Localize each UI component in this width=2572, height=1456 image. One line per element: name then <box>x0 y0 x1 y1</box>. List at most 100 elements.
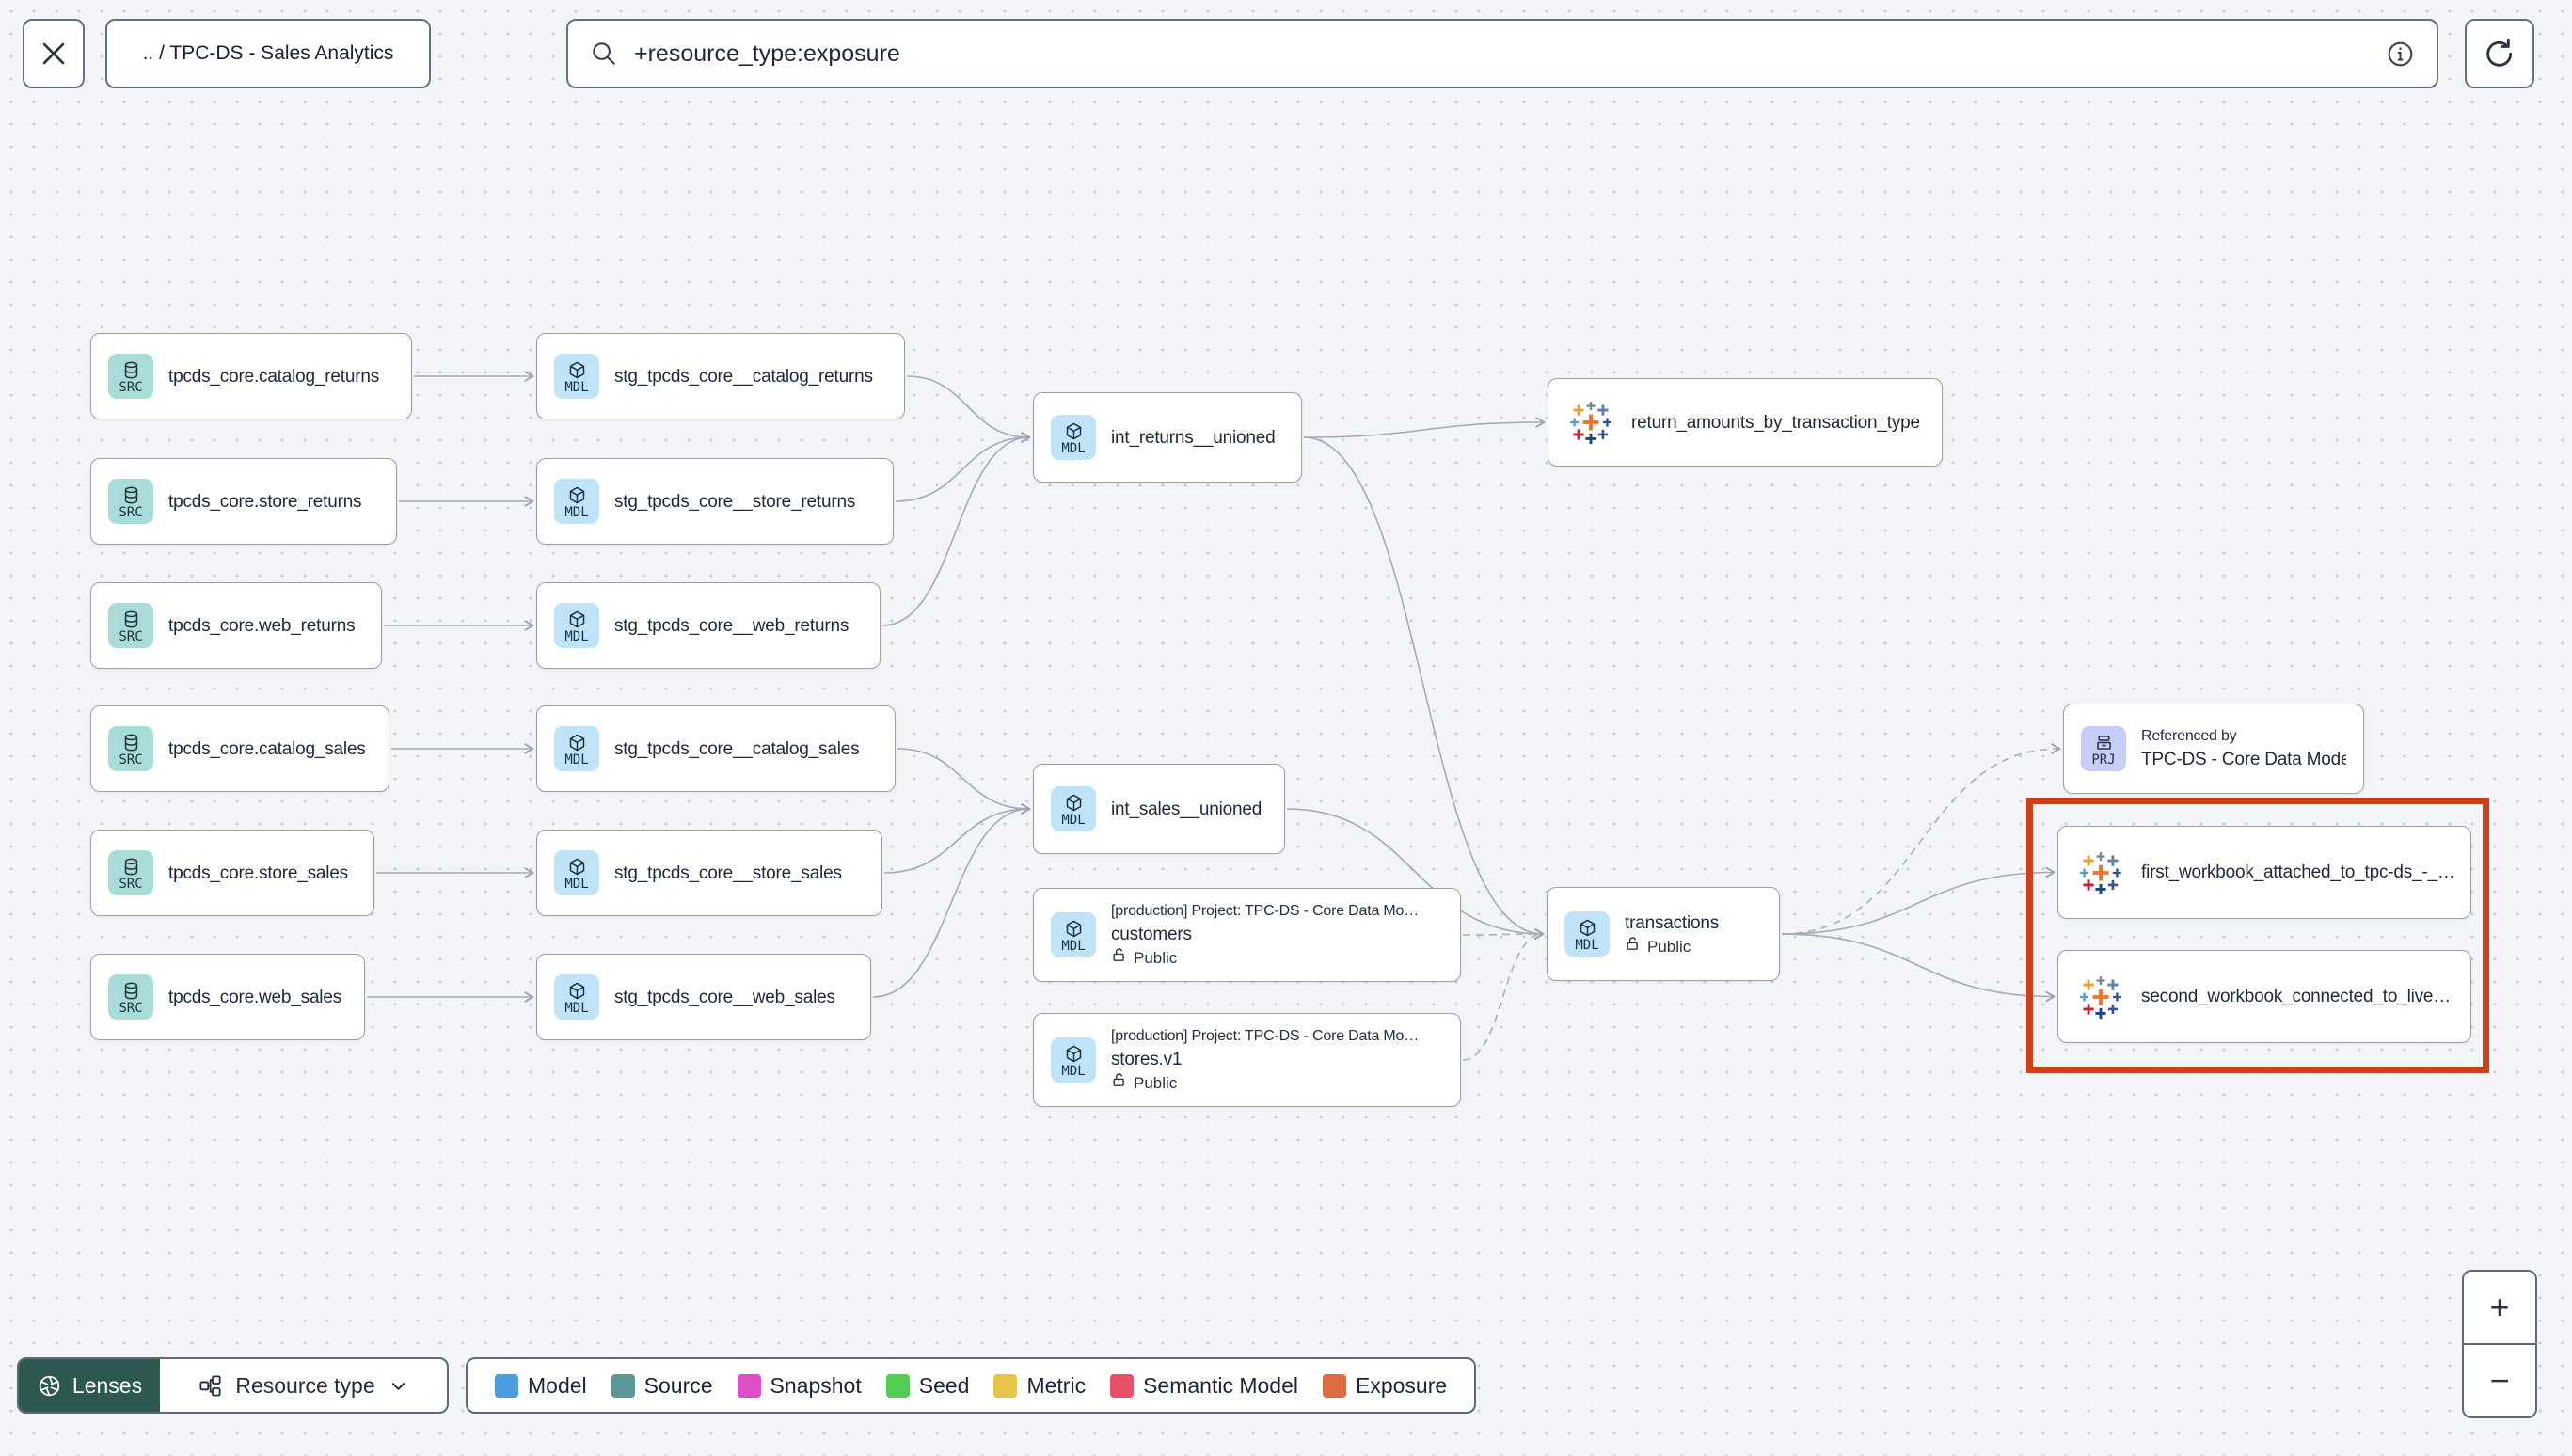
badge-label: SRC <box>119 1001 143 1016</box>
legend-item-semantic-model: Semantic Model <box>1098 1373 1310 1399</box>
legend-label: Snapshot <box>770 1372 862 1398</box>
graph-node-second_workbook[interactable]: second_workbook_connected_to_live… <box>2057 950 2471 1043</box>
graph-node-stg_web_sales[interactable]: MDL stg_tpcds_core__web_sales <box>536 954 871 1040</box>
refresh-button[interactable] <box>2465 19 2534 88</box>
node-title: stg_tpcds_core__web_sales <box>614 987 835 1007</box>
node-title: stores.v1 <box>1111 1050 1183 1069</box>
graph-node-stores_v1[interactable]: MDL [production] Project: TPC-DS - Core D… <box>1033 1013 1461 1107</box>
node-access: Public <box>1111 1072 1419 1095</box>
graph-node-return_amounts_by_transaction_type[interactable]: return_amounts_by_transaction_type <box>1548 378 1943 467</box>
legend-item-exposure: Exposure <box>1310 1373 1459 1399</box>
graph-node-stg_catalog_returns[interactable]: MDL stg_tpcds_core__catalog_returns <box>536 333 905 419</box>
node-title: stg_tpcds_core__catalog_returns <box>614 366 873 387</box>
model-badge: MDL <box>554 354 599 399</box>
search-input[interactable] <box>634 40 2370 68</box>
badge-label: MDL <box>564 1001 589 1016</box>
resource-type-icon <box>198 1373 223 1399</box>
badge-label: MDL <box>1061 441 1086 456</box>
resource-type-dropdown[interactable]: Resource type <box>160 1359 447 1412</box>
legend-item-source: Source <box>599 1373 725 1399</box>
model-badge: MDL <box>554 726 599 771</box>
search-icon <box>589 39 619 69</box>
badge-label: MDL <box>1061 1064 1086 1079</box>
node-title: stg_tpcds_core__catalog_sales <box>614 738 860 759</box>
legend-item-seed: Seed <box>874 1373 982 1399</box>
badge-label: MDL <box>564 505 589 520</box>
zoom-divider <box>2464 1343 2535 1345</box>
legend-label: Exposure <box>1356 1372 1448 1398</box>
badge-label: SRC <box>119 752 143 768</box>
graph-node-src_store_sales[interactable]: SRC tpcds_core.store_sales <box>90 830 374 916</box>
legend-label: Metric <box>1026 1372 1087 1398</box>
legend-swatch <box>1110 1373 1135 1398</box>
legend-item-metric: Metric <box>981 1373 1098 1399</box>
node-title: int_sales__unioned <box>1111 799 1262 819</box>
search-bar[interactable] <box>566 19 2438 88</box>
graph-node-stg_web_returns[interactable]: MDL stg_tpcds_core__web_returns <box>536 582 881 669</box>
badge-label: SRC <box>119 505 143 520</box>
breadcrumb[interactable]: .. / TPC-DS - Sales Analytics <box>105 19 431 88</box>
source-badge: SRC <box>108 479 153 524</box>
graph-node-src_web_sales[interactable]: SRC tpcds_core.web_sales <box>90 954 365 1040</box>
node-title: stg_tpcds_core__store_returns <box>614 491 856 512</box>
model-badge: MDL <box>554 479 599 524</box>
graph-node-prj_referenced[interactable]: PRJ Referenced by TPC-DS - Core Data Model… <box>2063 704 2364 794</box>
graph-node-first_workbook[interactable]: first_workbook_attached_to_tpc-ds_-_… <box>2057 826 2471 919</box>
minus-icon: − <box>2489 1361 2510 1400</box>
info-icon[interactable] <box>2385 39 2416 70</box>
badge-label: MDL <box>564 629 589 644</box>
close-icon <box>38 38 70 70</box>
source-badge: SRC <box>108 850 153 895</box>
node-subtitle: Referenced by <box>2141 728 2237 744</box>
breadcrumb-label: .. / TPC-DS - Sales Analytics <box>142 42 394 64</box>
legend-swatch <box>993 1373 1018 1398</box>
badge-label: SRC <box>119 629 143 644</box>
zoom-panel: + − <box>2462 1270 2537 1418</box>
node-title: stg_tpcds_core__web_returns <box>614 615 849 636</box>
public-unlock-icon <box>1625 936 1641 958</box>
badge-label: SRC <box>119 380 143 395</box>
node-access: Public <box>1111 947 1419 970</box>
node-title: TPC-DS - Core Data Models <box>2141 750 2346 769</box>
model-badge: MDL <box>554 850 599 895</box>
node-title: tpcds_core.store_sales <box>168 863 348 883</box>
node-access: Public <box>1625 936 1719 958</box>
badge-label: MDL <box>1575 938 1599 953</box>
zoom-out-button[interactable]: − <box>2464 1345 2535 1416</box>
lenses-button[interactable]: Lenses <box>19 1359 160 1412</box>
graph-node-stg_store_returns[interactable]: MDL stg_tpcds_core__store_returns <box>536 458 894 545</box>
graph-node-stg_catalog_sales[interactable]: MDL stg_tpcds_core__catalog_sales <box>536 705 896 792</box>
node-title: tpcds_core.web_sales <box>168 987 341 1007</box>
zoom-in-button[interactable]: + <box>2464 1272 2535 1343</box>
node-title: second_workbook_connected_to_live… <box>2141 987 2452 1006</box>
node-title: customers <box>1111 925 1192 944</box>
source-badge: SRC <box>108 603 153 648</box>
graph-node-int_returns_unioned[interactable]: MDL int_returns__unioned <box>1033 392 1302 483</box>
model-badge: MDL <box>554 603 599 648</box>
graph-node-customers[interactable]: MDL[production] Project: TPC-DS - Core D… <box>1033 888 1461 982</box>
model-badge: MDL <box>1051 1037 1096 1083</box>
badge-label: PRJ <box>2091 752 2116 768</box>
node-title: int_returns__unioned <box>1111 427 1276 448</box>
source-badge: SRC <box>108 726 153 771</box>
lenses-aperture-icon <box>37 1373 62 1399</box>
close-button[interactable] <box>23 19 85 88</box>
node-subtitle: [production] Project: TPC-DS - Core Data… <box>1111 1028 1420 1044</box>
source-badge: SRC <box>108 354 153 399</box>
project-badge: PRJ <box>2081 726 2126 771</box>
model-badge: MDL <box>1051 415 1096 460</box>
chevron-down-icon <box>388 1375 409 1397</box>
legend-label: Seed <box>918 1372 970 1398</box>
legend-swatch <box>495 1373 518 1398</box>
legend-swatch <box>611 1373 635 1398</box>
resource-type-label: Resource type <box>235 1372 375 1398</box>
tableau-exposure-icon <box>2075 972 2126 1022</box>
